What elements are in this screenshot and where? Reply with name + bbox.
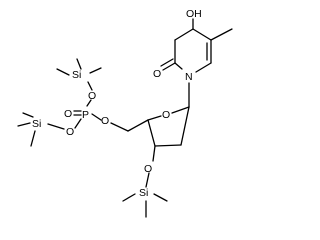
bond-c2-o: [162, 62, 176, 71]
bond-o-lower-si: [47, 123, 65, 130]
bond-c3prime-o3prime: [152, 145, 156, 162]
bond-si-lower-me-left: [17, 122, 31, 127]
atom-label-carbonyl-o: O: [153, 68, 161, 80]
atom-label-o5prime: O: [101, 115, 109, 127]
bond-si-lower-me-top: [22, 112, 34, 118]
molecule-structure: OH O N O O P O O Si O Si O Si: [17, 8, 233, 218]
bond-c2prime-c1prime: [180, 106, 190, 146]
bond-p-o-upper: [86, 99, 92, 107]
bond-si3-me-left: [122, 193, 136, 202]
bond-o5prime-p: [91, 113, 102, 121]
bond-n3-c4: [174, 28, 194, 41]
atom-label-ester-o-lower: O: [66, 126, 74, 138]
bond-si-upper-me-right: [89, 67, 102, 74]
sugar-ring: [110, 82, 190, 188]
bond-si-upper-me-top: [76, 58, 82, 70]
bond-o4prime-c4prime: [147, 115, 162, 121]
bond-c5prime-o5prime: [110, 122, 129, 132]
tms-lower: [17, 112, 36, 147]
atom-label-phosphoryl-o: O: [64, 108, 72, 120]
bond-n1-c2: [174, 62, 183, 70]
tms-3prime: [122, 193, 168, 218]
atom-label-ester-o-upper: O: [88, 90, 96, 102]
tms-upper: [56, 58, 102, 76]
atom-label-oh: OH: [186, 8, 202, 20]
bond-c4prime-c5prime: [127, 119, 149, 132]
bond-c5-methyl: [210, 28, 233, 41]
bond-c4prime-c3prime: [147, 119, 156, 147]
bond-o3prime-si: [145, 172, 150, 188]
bond-si-upper-me-left: [56, 68, 70, 76]
bond-c3prime-c2prime: [154, 144, 182, 147]
bond-c1prime-o4prime: [171, 106, 190, 114]
atom-label-si-upper: Si: [72, 69, 81, 81]
atom-label-si-lower: Si: [32, 118, 41, 130]
atom-label-phosphorus: P: [82, 109, 89, 121]
bond-c4-c5: [192, 28, 212, 41]
atom-label-ring-o: O: [162, 109, 170, 121]
atom-label-n-ring: N: [185, 71, 193, 83]
pyrimidine-ring: [160, 18, 233, 73]
atom-label-si-3prime: Si: [139, 187, 148, 199]
phosphate-group: [47, 81, 102, 130]
atom-label-o3prime: O: [144, 163, 152, 175]
bond-si-lower-me-bottom: [30, 130, 36, 147]
bond-c2-o-double: [160, 58, 174, 67]
bond-o-upper-si: [87, 81, 93, 91]
bond-c6-n1: [195, 62, 212, 73]
bond-p-o-lower: [74, 118, 82, 129]
bond-si3-me-right: [153, 193, 168, 202]
